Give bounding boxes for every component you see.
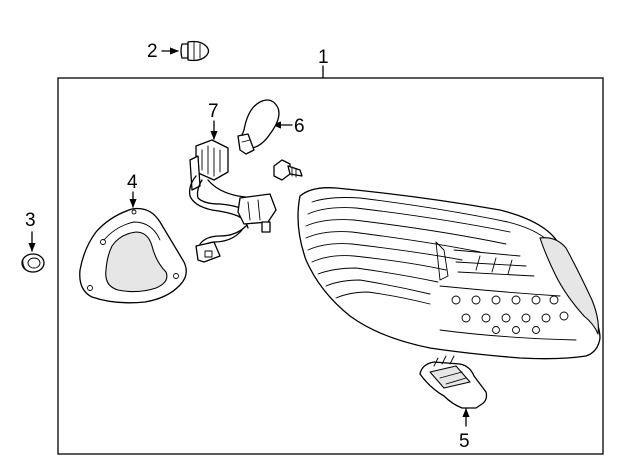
callout-4: 4 [127,172,138,193]
tail-lamp-assembly [297,187,601,360]
callout-2: 2 [147,41,158,62]
lamp-bracket [419,355,488,409]
callout-3: 3 [25,210,36,231]
lamp-bulb [237,99,280,155]
callout-7: 7 [208,101,219,122]
socket-and-wire-harness [188,139,277,263]
assembly-boundary-box [57,77,604,455]
mounting-screw [273,159,303,181]
lamp-gasket [79,207,187,304]
push-pin-clip [180,40,210,62]
callout-6: 6 [294,116,305,137]
grommet-nut [21,253,45,273]
callout-1: 1 [318,47,329,68]
callout-5: 5 [459,431,470,452]
led-array [451,295,569,334]
